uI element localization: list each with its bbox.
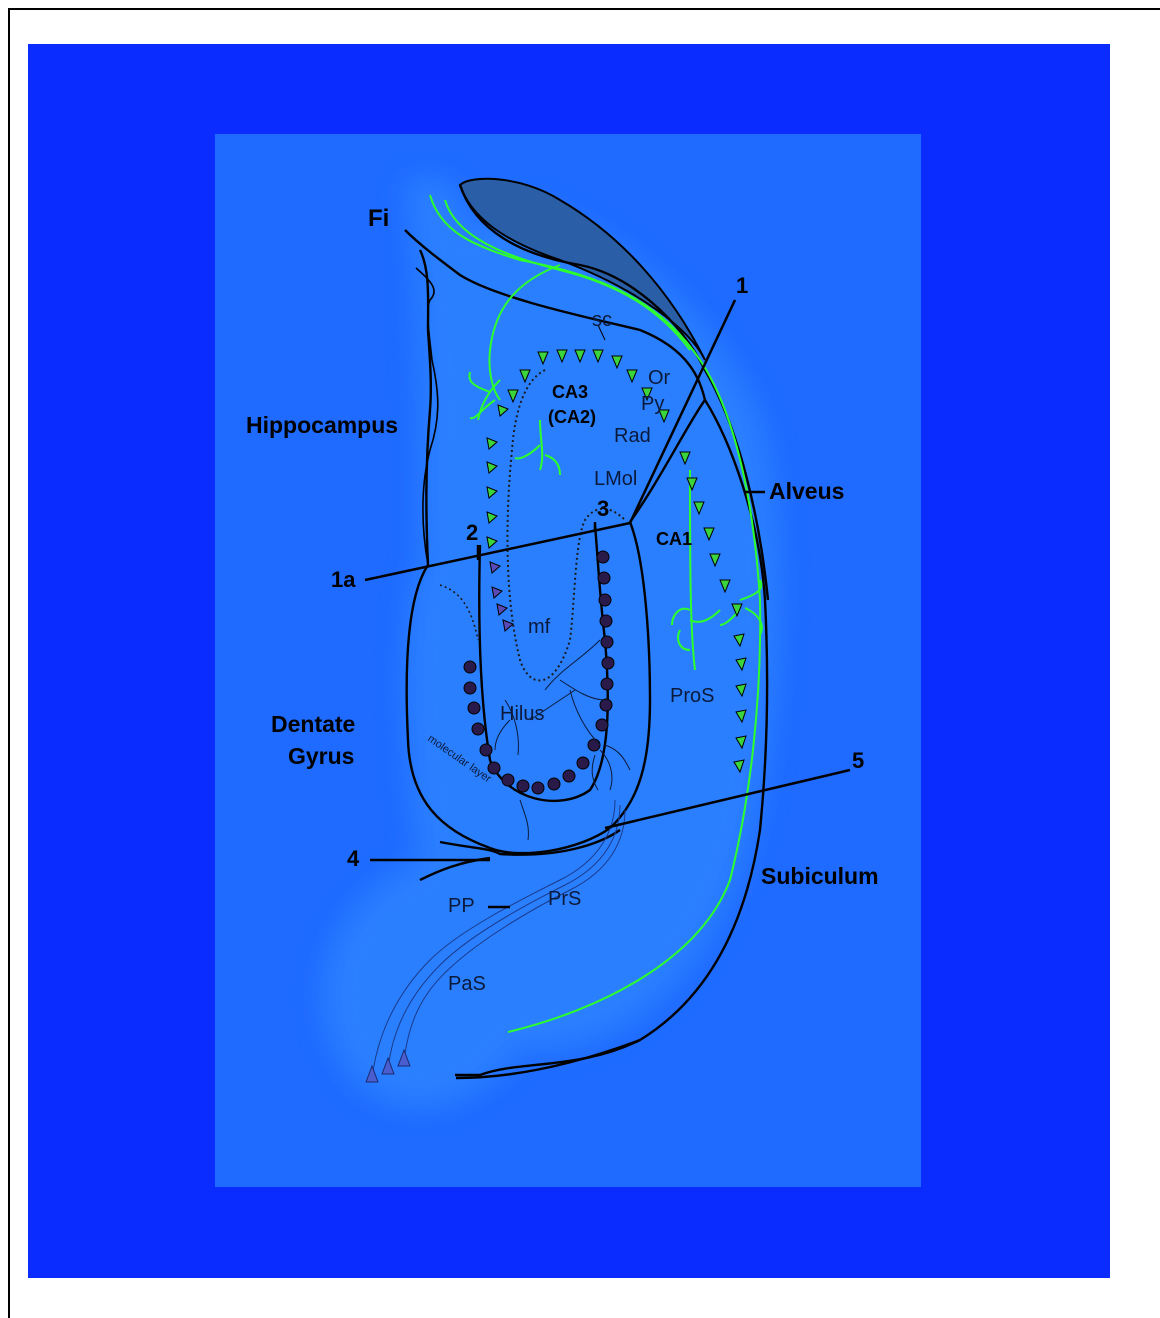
label-py: Py: [641, 393, 664, 415]
label-sc: sc: [592, 309, 612, 331]
label-subiculum: Subiculum: [761, 863, 879, 889]
label-pas: PaS: [448, 973, 486, 995]
label-hilus: Hilus: [500, 703, 544, 725]
label-section-3: 3: [597, 496, 609, 521]
label-alveus: Alveus: [769, 478, 844, 504]
label-section-1a: 1a: [331, 567, 356, 592]
label-section-4: 4: [347, 846, 360, 871]
label-hippocampus: Hippocampus: [246, 412, 398, 438]
label-pp: PP: [448, 895, 475, 917]
label-lmol: LMol: [594, 468, 637, 490]
label-ca1: CA1: [656, 529, 692, 549]
label-gyrus: Gyrus: [288, 743, 354, 769]
label-ca2: (CA2): [548, 407, 596, 427]
label-dentate: Dentate: [271, 711, 355, 737]
label-section-1: 1: [736, 273, 748, 298]
label-or: Or: [648, 367, 671, 389]
label-section-2: 2: [466, 520, 478, 545]
label-section-5: 5: [852, 748, 864, 773]
label-prs: PrS: [548, 888, 581, 910]
label-mf: mf: [528, 616, 551, 638]
label-pros: ProS: [670, 685, 714, 707]
label-fi: Fi: [368, 205, 389, 232]
tissue-shading: [323, 178, 779, 1108]
label-rad: Rad: [614, 425, 651, 447]
label-ca3: CA3: [552, 382, 588, 402]
